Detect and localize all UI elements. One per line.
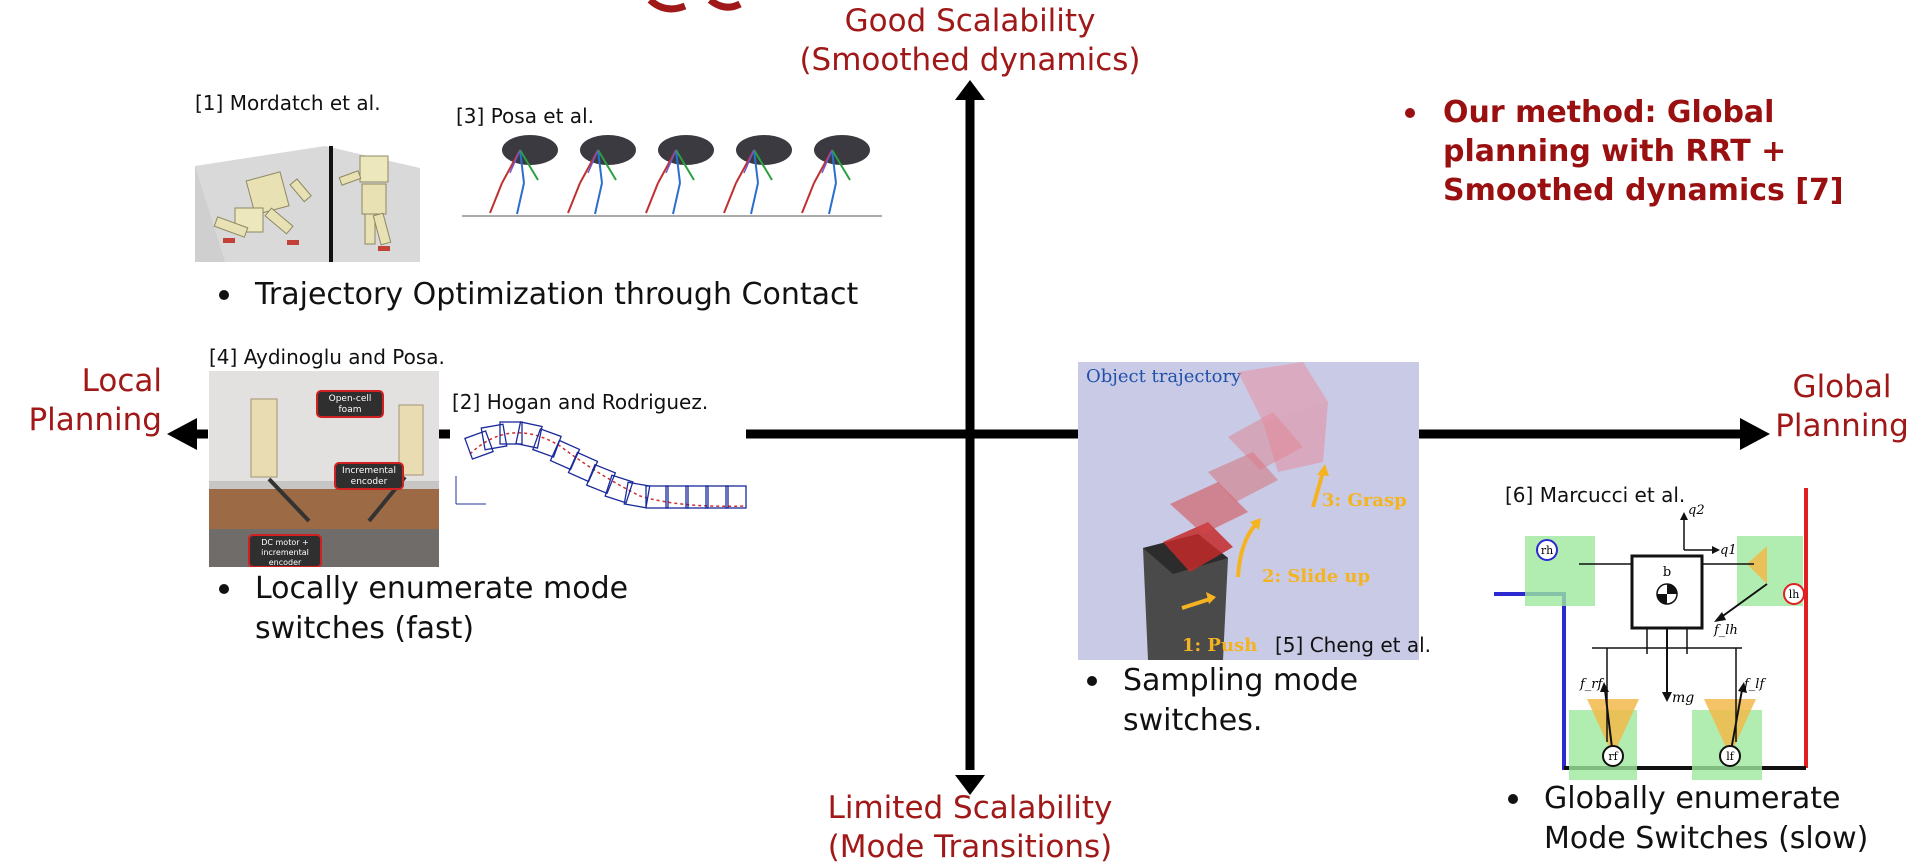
callout-motor-3: encoder [269, 558, 302, 567]
cheng-step-1: 1: Push [1182, 635, 1257, 656]
marcucci-label-q1: q1 [1720, 543, 1737, 558]
ref-posa: [3] Posa et al. [456, 104, 594, 128]
bottom-arrowhead [955, 775, 985, 795]
marcucci-label-rh: rh [1541, 544, 1553, 557]
bullet-trajectory-optimization: Trajectory Optimization through Contact [219, 275, 859, 317]
right-arrowhead [1740, 418, 1770, 450]
top-arrowhead [955, 80, 985, 100]
marcucci-label-mg: mg [1672, 690, 1694, 706]
callout-foam-1: Open-cell [329, 394, 372, 404]
marcucci-label-b: b [1663, 565, 1671, 580]
callout-encoder-1: Incremental [342, 466, 396, 476]
cropped-title-fragment [647, 0, 742, 13]
left-arrowhead [167, 418, 197, 450]
ref-aydinoglu: [4] Aydinoglu and Posa. [209, 345, 445, 369]
ref-mordatch: [1] Mordatch et al. [195, 91, 381, 115]
ref-marcucci: [6] Marcucci et al. [1505, 483, 1686, 507]
axis-label-top: Good Scalability(Smoothed dynamics) [799, 3, 1141, 78]
callout-motor-2: incremental [261, 548, 309, 557]
aydinoglu-photo: Open-cell foam Incremental encoder DC mo… [209, 371, 439, 567]
cheng-step-3: 3: Grasp [1322, 490, 1407, 511]
ref-hogan: [2] Hogan and Rodriguez. [452, 390, 709, 414]
callout-encoder-2: encoder [351, 477, 388, 487]
axis-label-bottom: Limited Scalability(Mode Transitions) [827, 790, 1113, 865]
marcucci-figure: b q2 q1 mg f_lh f_rf f_lf rh lh rf lf [1494, 488, 1808, 780]
hogan-figure [455, 421, 747, 509]
posa-figure [462, 134, 882, 217]
marcucci-label-rf: rf [1608, 750, 1618, 763]
cheng-step-2: 2: Slide up [1262, 566, 1370, 587]
marcucci-label-frf: f_rf [1579, 677, 1605, 692]
marcucci-label-flh: f_lh [1713, 623, 1738, 638]
marcucci-label-lf: lf [1726, 750, 1735, 763]
callout-foam-2: foam [339, 405, 362, 415]
marcucci-label-flf: f_lf [1743, 677, 1766, 692]
callout-motor-1: DC motor + [261, 538, 309, 547]
cheng-figure: Object trajectory 1: Push 2: Slide up 3:… [1078, 362, 1419, 660]
ref-cheng: [5] Cheng et al. [1275, 633, 1432, 657]
cheng-title: Object trajectory [1086, 366, 1242, 387]
marcucci-label-q2: q2 [1688, 503, 1705, 518]
marcucci-label-lh: lh [1789, 588, 1800, 601]
mordatch-figure [195, 146, 420, 262]
